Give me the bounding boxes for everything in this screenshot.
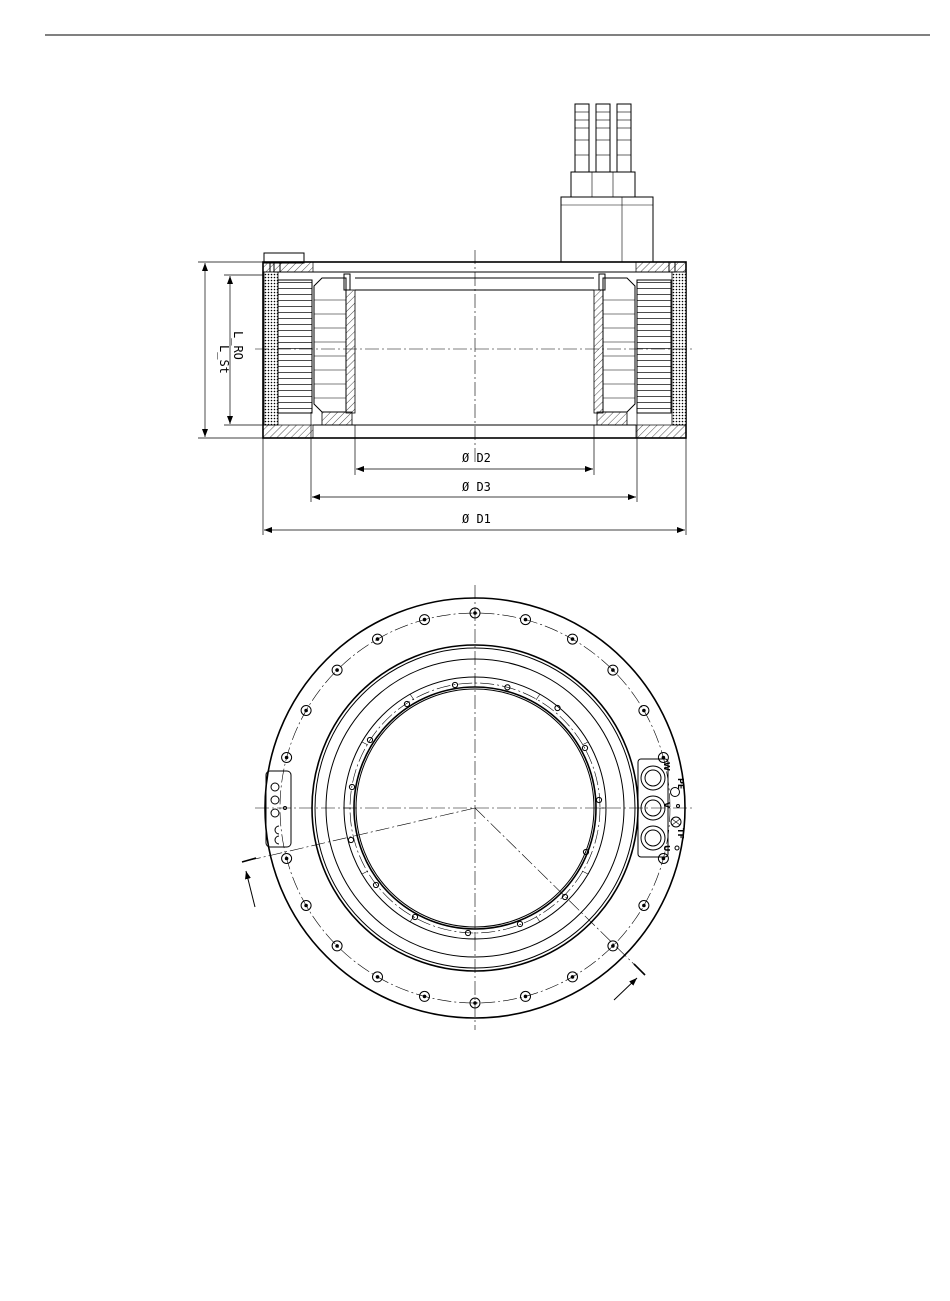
section-line [242,808,645,1000]
dim-d3: Ø D3 [462,480,491,494]
dim-d2: Ø D2 [462,451,491,465]
dim-l-st: L_St [217,345,231,374]
front-view: W PE V TF U [242,585,695,1030]
dim-d1: Ø D1 [462,512,491,526]
label-w: W [662,762,671,771]
label-tf: TF [676,828,685,839]
label-u: U [662,845,671,852]
dim-l-ro: L_RO [231,331,245,360]
cable-connectors [561,104,653,262]
label-v: V [662,802,671,809]
label-pe: PE [676,778,685,789]
sensor-plate [266,771,291,847]
side-view: L_St L_RO Ø D2 Ø D3 Ø D1 [198,104,692,535]
